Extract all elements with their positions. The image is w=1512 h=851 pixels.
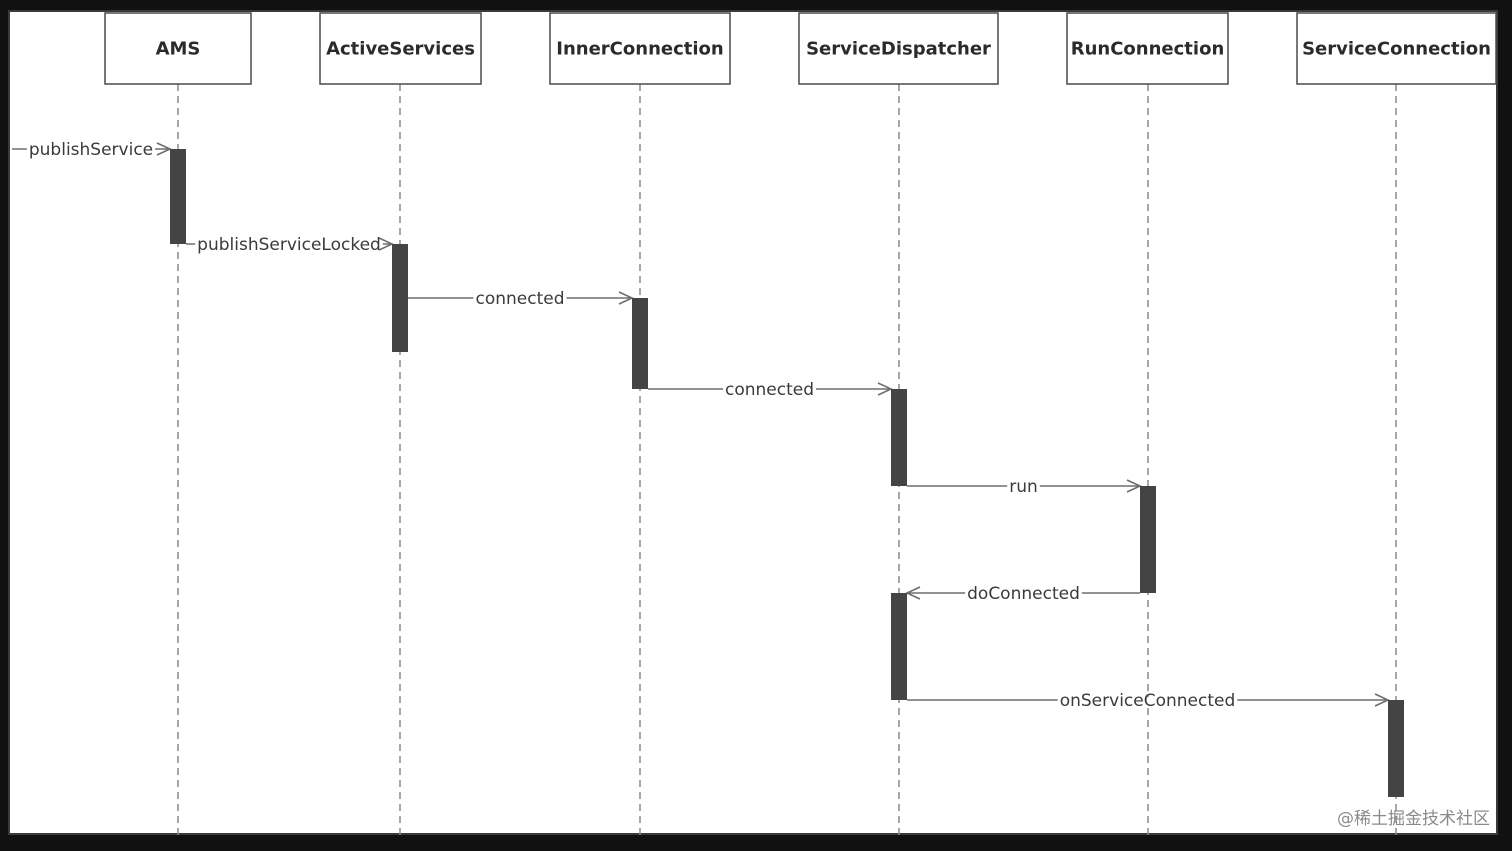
actor-label-serviceconnection: ServiceConnection [1302, 39, 1491, 60]
actor-activeservices: ActiveServices [319, 12, 482, 85]
actor-label-innerconnection: InnerConnection [556, 39, 723, 60]
actors: AMS ActiveServices InnerConnection ServiceD… [104, 12, 1497, 85]
actor-ams: AMS [104, 12, 252, 85]
message-label-5: doConnected [967, 584, 1080, 604]
message-5: doConnected [905, 584, 1140, 604]
message-6: onServiceConnected [907, 691, 1390, 711]
activation-bar-innerconnection [632, 298, 648, 389]
message-1: publishServiceLocked [186, 235, 394, 255]
actor-runconnection: RunConnection [1066, 12, 1229, 85]
actor-box-serviceconnection [1296, 12, 1497, 85]
messages: publishService publishServiceLocked connec… [12, 140, 1390, 711]
sequence-diagram: AMS ActiveServices InnerConnection ServiceD… [12, 12, 1497, 837]
message-label-1: publishServiceLocked [197, 235, 381, 255]
message-label-2: connected [475, 289, 564, 309]
message-label-bg-2 [473, 295, 567, 301]
message-0: publishService [12, 140, 172, 160]
actor-box-runconnection [1066, 12, 1229, 85]
message-label-bg-4 [1007, 483, 1040, 489]
actor-box-innerconnection [549, 12, 731, 85]
activation-bar-serviceconnection [1388, 700, 1404, 797]
actor-serviceconnection: ServiceConnection [1296, 12, 1497, 85]
actor-servicedispatcher: ServiceDispatcher [798, 12, 999, 85]
message-label-3: connected [725, 380, 814, 400]
actor-innerconnection: InnerConnection [549, 12, 731, 85]
message-label-bg-0 [26, 146, 156, 152]
message-label-bg-6 [1057, 697, 1238, 703]
message-label-0: publishService [29, 140, 153, 160]
watermark-text: @稀土掘金技术社区 [1337, 809, 1490, 829]
activation-bar-servicedispatcher [891, 389, 907, 486]
actor-box-activeservices [319, 12, 482, 85]
activation-bar-activeservices [392, 244, 408, 352]
message-label-4: run [1009, 477, 1038, 497]
activation-bar-runconnection [1140, 486, 1156, 593]
activation-bar-ams [170, 149, 186, 244]
message-2: connected [408, 289, 634, 309]
actor-label-runconnection: RunConnection [1071, 39, 1225, 60]
actor-label-servicedispatcher: ServiceDispatcher [806, 39, 991, 60]
message-3: connected [648, 380, 893, 400]
actor-box-ams [104, 12, 252, 85]
message-label-bg-3 [722, 386, 817, 392]
message-label-bg-1 [195, 241, 383, 247]
message-label-bg-5 [965, 590, 1082, 596]
actor-label-activeservices: ActiveServices [326, 39, 475, 60]
activation-bar-servicedispatcher [891, 593, 907, 700]
message-label-6: onServiceConnected [1060, 691, 1236, 711]
actor-box-servicedispatcher [798, 12, 999, 85]
message-4: run [907, 477, 1142, 497]
activations [170, 149, 1404, 797]
actor-label-ams: AMS [156, 39, 201, 60]
sequence-diagram-canvas: AMS ActiveServices InnerConnection ServiceD… [8, 10, 1498, 837]
lifelines [177, 84, 1397, 837]
